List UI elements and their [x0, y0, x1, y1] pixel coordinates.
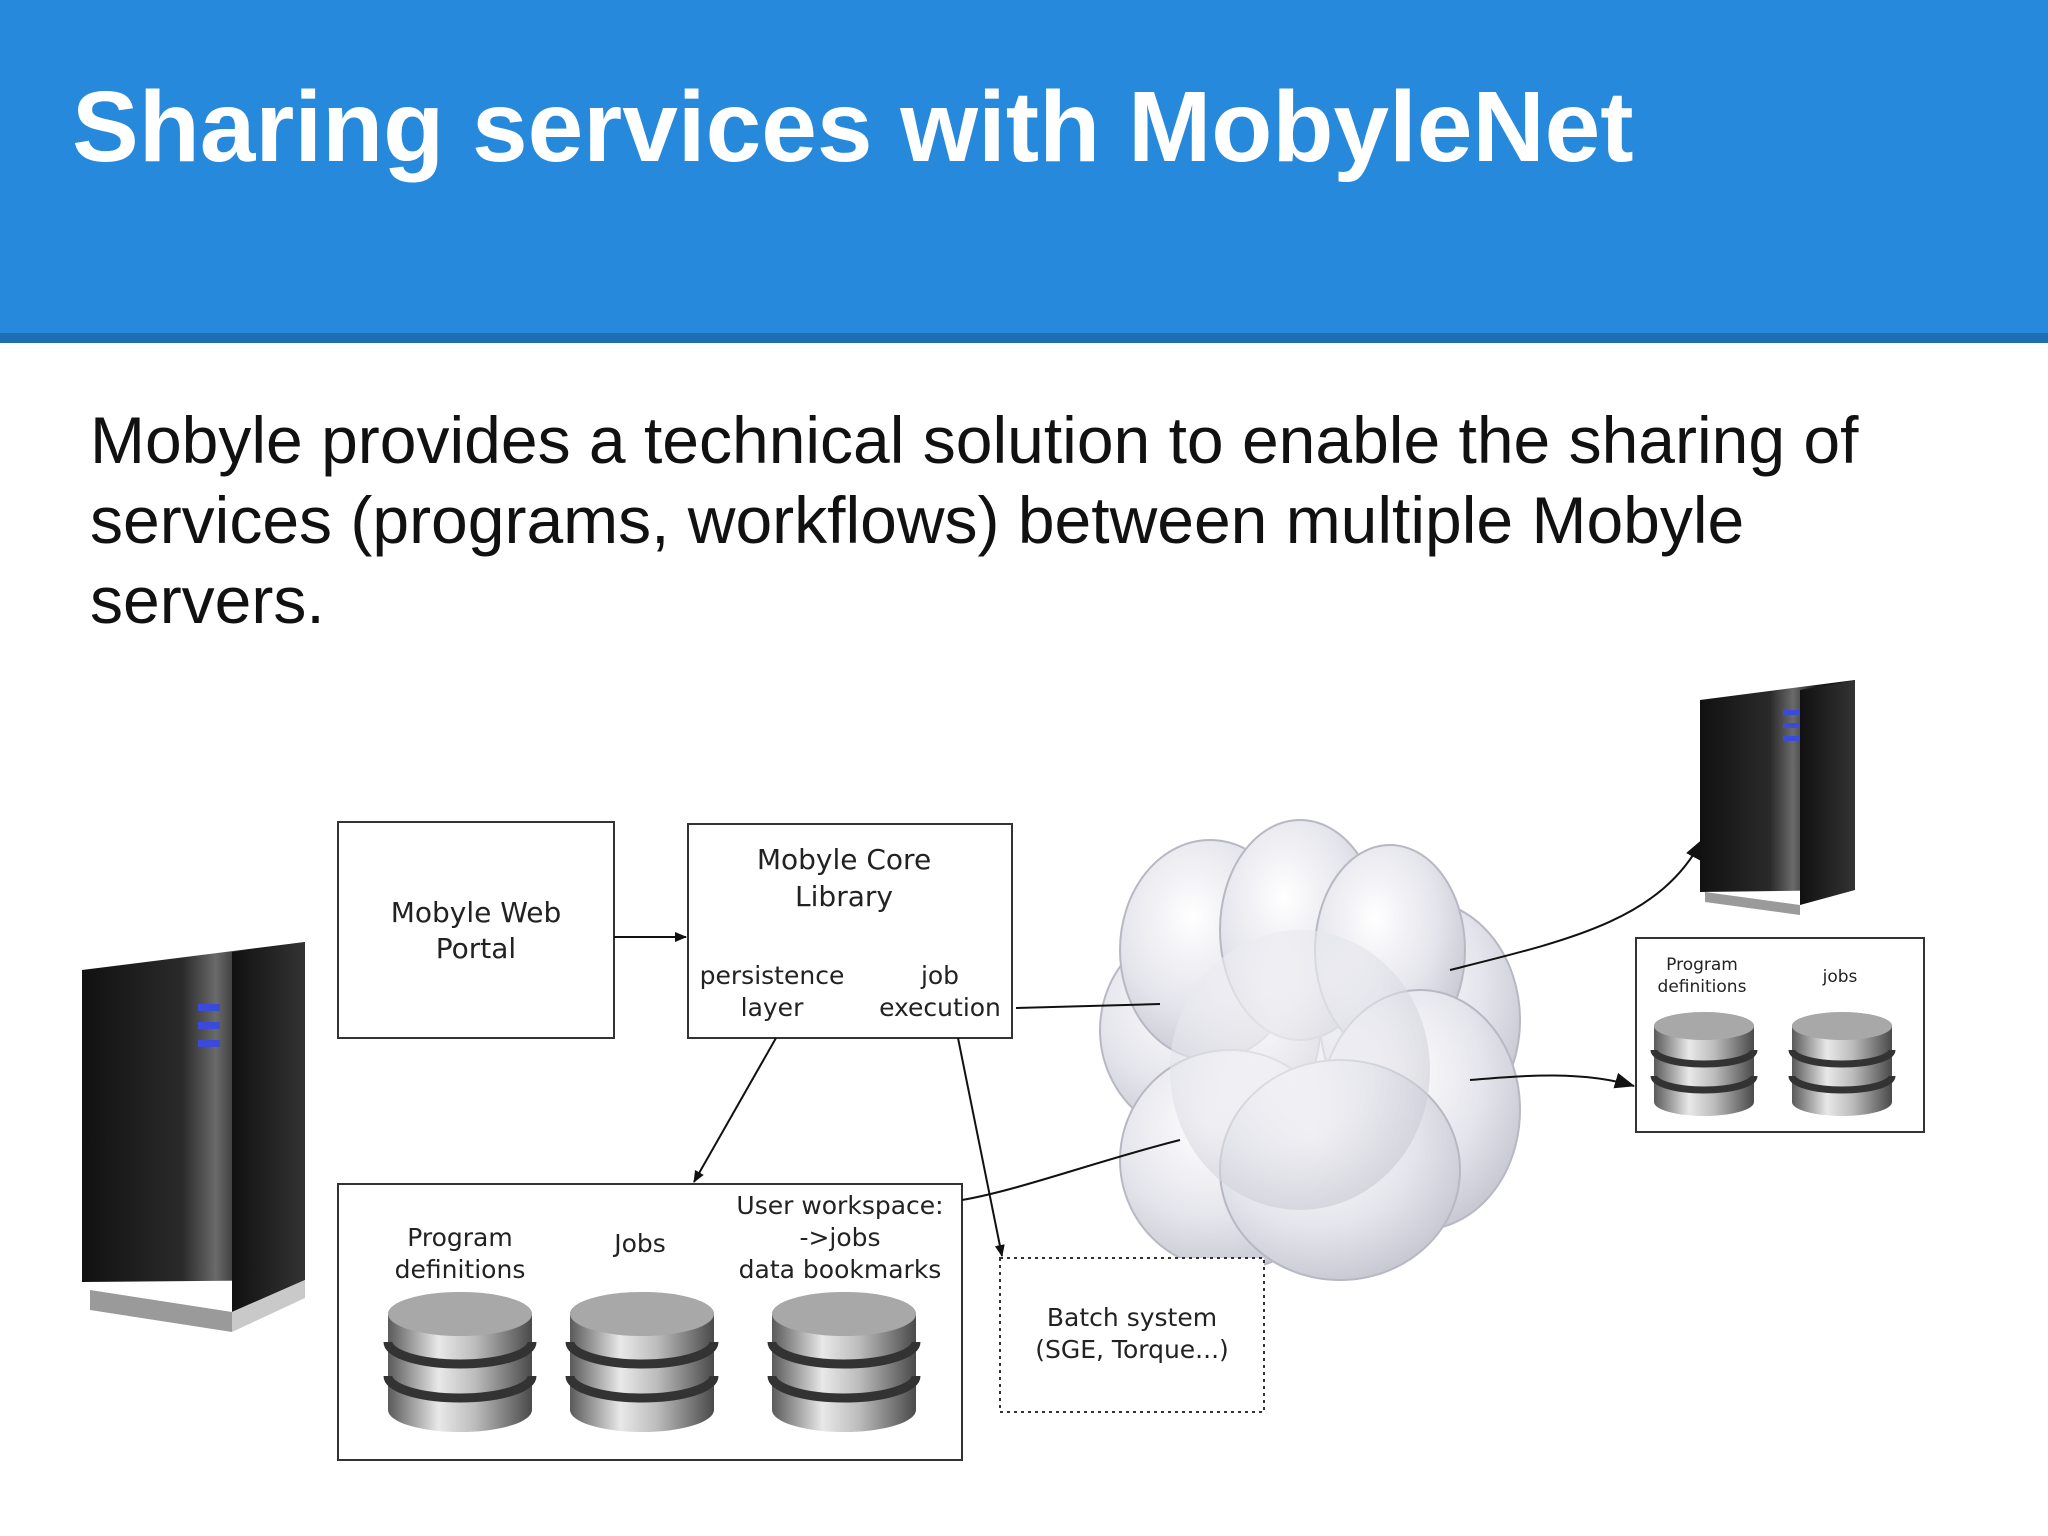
local-server-icon	[82, 942, 305, 1332]
database-icon	[565, 1292, 719, 1432]
network-cloud-icon	[1099, 819, 1521, 1281]
led-icon	[1783, 736, 1799, 741]
led-icon	[198, 1022, 220, 1029]
persistence-layer-label: layer	[741, 993, 804, 1022]
web-portal-label: Mobyle Web	[391, 896, 562, 929]
database-icon	[1788, 1012, 1896, 1116]
led-icon	[198, 1004, 220, 1011]
user-workspace-label: ->jobs	[799, 1223, 880, 1252]
slide-title: Sharing services with MobyleNet	[72, 71, 1634, 183]
persistence-layer-label: persistence	[700, 961, 845, 990]
slide-body-text: Mobyle provides a technical solution to …	[90, 400, 1990, 640]
arrow-persistence-to-storage	[693, 1037, 777, 1183]
job-execution-label: execution	[879, 993, 1001, 1022]
batch-system-box: Batch system (SGE, Torque...)	[999, 1257, 1265, 1413]
web-portal-label: Portal	[436, 932, 516, 965]
user-workspace-label: User workspace:	[736, 1191, 943, 1220]
job-execution-label: job	[920, 961, 959, 990]
program-definitions-label: Program	[407, 1223, 512, 1252]
web-portal-box: Mobyle Web Portal	[337, 821, 615, 1039]
database-icon	[383, 1292, 537, 1432]
remote-program-definitions-label: Program	[1666, 955, 1738, 975]
remote-storage-box: Program definitions jobs	[1635, 937, 1925, 1133]
core-library-label: Mobyle Core	[757, 843, 931, 876]
jobs-label: Jobs	[612, 1229, 666, 1258]
user-workspace-label: data bookmarks	[739, 1255, 942, 1284]
body-line: Mobyle provides a technical solution to …	[90, 403, 1859, 477]
core-library-label: Library	[795, 880, 893, 913]
line-cloud-to-workspace	[961, 1139, 1181, 1201]
led-icon	[1783, 723, 1799, 728]
arrow-cloud-to-remote-server	[1449, 839, 1703, 971]
program-definitions-label: definitions	[395, 1255, 526, 1284]
batch-system-label: Batch system	[1047, 1303, 1217, 1332]
architecture-diagram: Mobyle Web Portal Mobyle Core Library pe…	[82, 680, 1925, 1461]
led-icon	[198, 1040, 220, 1047]
led-icon	[1783, 710, 1799, 715]
local-storage-box: Program definitions Jobs User workspace:…	[337, 1183, 963, 1461]
connector-arrows	[614, 839, 1703, 1257]
database-icon	[1650, 1012, 1758, 1116]
database-icon	[767, 1292, 921, 1432]
arrow-cloud-to-remote-storage	[1469, 1072, 1635, 1089]
arrow-job-to-batch	[957, 1037, 1005, 1257]
core-library-box: Mobyle Core Library persistence layer jo…	[687, 823, 1013, 1039]
remote-jobs-label: jobs	[1822, 967, 1858, 987]
batch-system-label: (SGE, Torque...)	[1035, 1335, 1229, 1364]
remote-program-definitions-label: definitions	[1658, 977, 1747, 997]
line-job-to-cloud	[1015, 1003, 1161, 1009]
body-line: services (programs, workflows) between m…	[90, 483, 1745, 557]
body-line: servers.	[90, 563, 325, 637]
remote-server-icon	[1700, 680, 1855, 915]
title-bar: Sharing services with MobyleNet	[0, 0, 2048, 343]
